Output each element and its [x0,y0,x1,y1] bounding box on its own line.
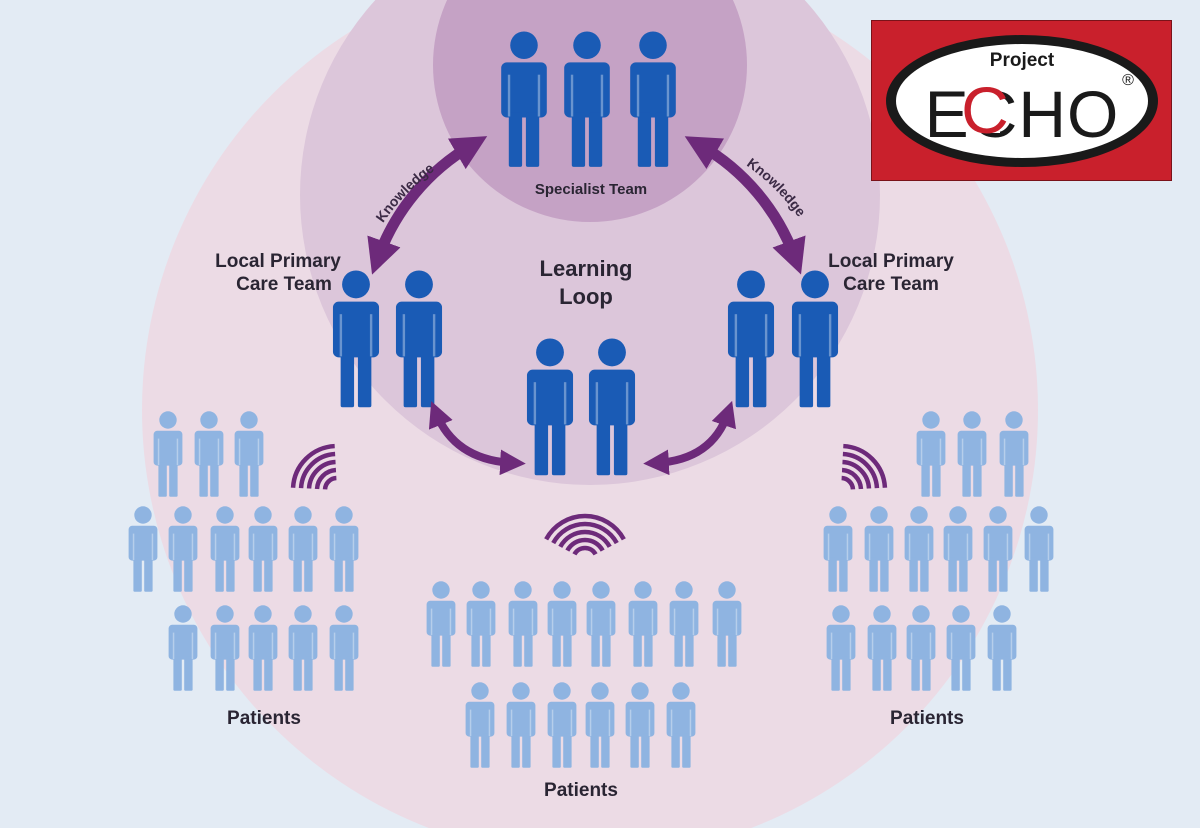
patient-figure-center [508,581,538,667]
patient-figure-left [329,506,359,592]
patient-figure-center [669,581,699,667]
loop-arrow-left [428,401,526,476]
patient-figure-right [826,605,856,691]
patient-figure-right [916,411,946,497]
patient-figure-right [823,506,853,592]
patient-figure-right [999,411,1029,497]
specialist-figure [564,31,610,167]
learning-loop-figure [588,338,636,476]
patients-label-left: Patients [227,708,301,729]
loop-arrow-right [643,400,736,476]
signal-icons [290,443,888,556]
patient-figure-center [506,682,536,768]
patient-figure-left [248,506,278,592]
patient-figures [128,411,1054,768]
patient-figure-left [288,506,318,592]
patient-figure-right [1024,506,1054,592]
local-care-figure-left [332,270,380,408]
specialist-figure [501,31,547,167]
learning-loop-label-line1: Learning [540,256,633,281]
learning-loop-figure [526,338,574,476]
patient-figure-right [987,605,1017,691]
patient-figure-center [585,682,615,768]
right-team-label-line1: Local Primary [828,251,954,272]
patient-figure-left [128,506,158,592]
local-care-figure-right [791,270,839,408]
patient-figure-right [864,506,894,592]
signal-icon-left [290,443,337,490]
patient-figure-left [329,605,359,691]
learning-loop-label-line2: Loop [559,284,613,309]
patient-figure-center [586,581,616,667]
logo-c-letter: C [961,73,1009,147]
patient-figure-left [210,605,240,691]
patient-figure-right [946,605,976,691]
local-care-figure-right [727,270,775,408]
knowledge-arrow-left [367,136,488,275]
patient-figure-left [248,605,278,691]
specialist-team-label: Specialist Team [535,181,647,198]
signal-icon-right [841,443,888,490]
left-team-label-line2: Care Team [236,274,332,295]
patient-figure-right [904,506,934,592]
project-echo-logo: Project ECHO C ® [871,20,1172,181]
patient-figure-center [628,581,658,667]
local-care-figure-left [395,270,443,408]
specialist-figure [630,31,676,167]
logo-registered-mark: ® [1122,72,1134,89]
knowledge-arrow-right [684,136,806,275]
patient-figure-center [625,682,655,768]
patient-figure-center [547,682,577,768]
patient-figure-left [234,411,264,497]
patient-figure-right [943,506,973,592]
signal-icon-center [544,513,626,556]
patient-figure-left [168,605,198,691]
patient-figure-center [666,682,696,768]
logo-project-text: Project [990,50,1055,71]
patient-figure-center [547,581,577,667]
right-team-label-line2: Care Team [843,274,939,295]
patients-label-right: Patients [890,708,964,729]
patient-figure-right [906,605,936,691]
patient-figure-right [867,605,897,691]
left-team-label-line1: Local Primary [215,251,341,272]
patient-figure-center [712,581,742,667]
patient-figure-left [194,411,224,497]
logo-echo-text: ECHO [925,77,1120,151]
patients-label-center: Patients [544,780,618,801]
patient-figure-right [983,506,1013,592]
patient-figure-center [466,581,496,667]
patient-figure-center [426,581,456,667]
patient-figure-right [957,411,987,497]
patient-figure-left [210,506,240,592]
patient-figure-left [288,605,318,691]
echo-logo-mark: Project ECHO C ® [886,35,1158,167]
patient-figure-left [168,506,198,592]
patient-figure-center [465,682,495,768]
provider-figures [332,31,839,476]
patient-figure-left [153,411,183,497]
